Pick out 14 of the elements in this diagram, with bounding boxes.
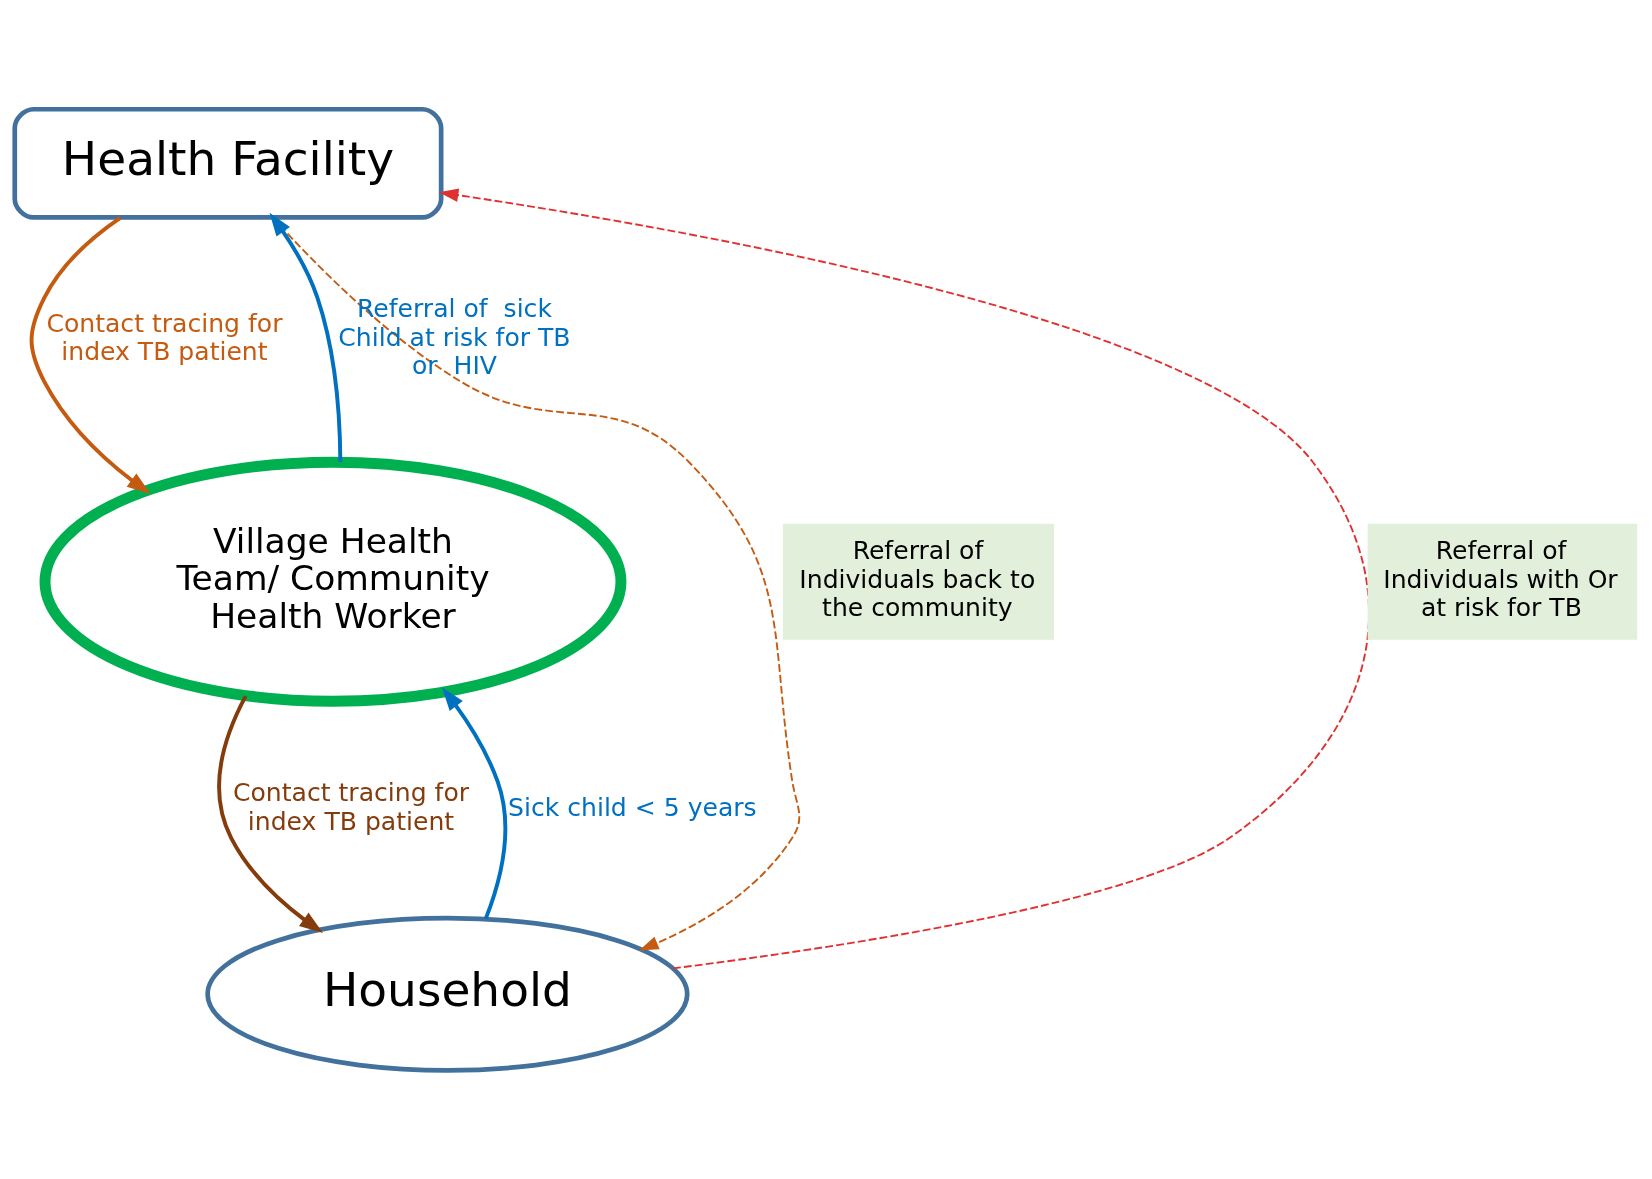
edge-label: Contact tracing for index TB patient [46, 308, 283, 366]
node-box: Health Facility [12, 106, 444, 220]
node-ellipse: Village Health Team/ Community Health Worker [39, 456, 627, 707]
edge-label: Referral of Individuals with Or at risk for TB [1383, 535, 1618, 622]
arrow [269, 212, 343, 462]
arrow [438, 187, 1370, 969]
arrow [441, 686, 508, 919]
edge-label: Referral of Individuals back to the community [799, 535, 1036, 622]
edge-label: Sick child < 5 years [508, 792, 757, 822]
edge-label: Referral of sick Child at risk for TB or HIV [338, 293, 571, 380]
node-ellipse: Household [205, 915, 690, 1073]
edge-label: Contact tracing for index TB patient [232, 777, 470, 836]
arrow [29, 215, 151, 494]
arrow [217, 694, 323, 933]
